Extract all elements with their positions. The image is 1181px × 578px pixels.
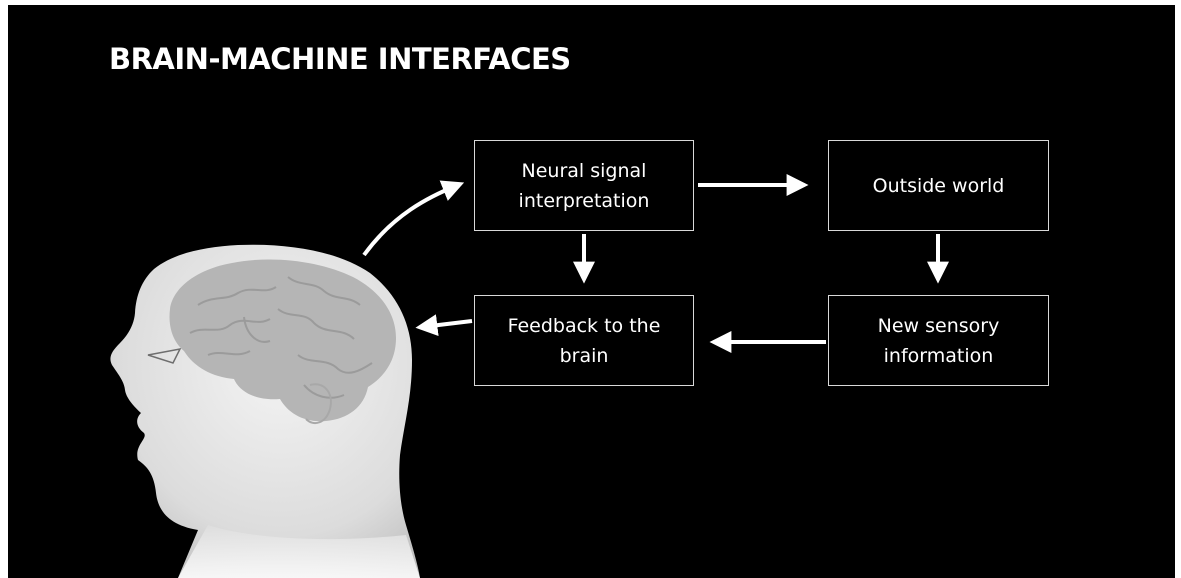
eye	[147, 347, 182, 364]
node-label: Feedback to the brain	[507, 314, 661, 367]
brain-folds	[189, 276, 373, 399]
node-new-sensory-information: New sensory information	[828, 295, 1049, 386]
node-label: New sensory information	[877, 314, 1000, 367]
brain-shape	[169, 259, 396, 422]
node-neural-signal-interpretation: Neural signal interpretation	[474, 140, 694, 231]
node-label: Outside world	[872, 174, 1005, 197]
ear	[305, 383, 332, 425]
node-outside-world: Outside world	[828, 140, 1049, 231]
node-label: Neural signal interpretation	[518, 159, 650, 212]
head-illustration	[110, 244, 420, 578]
node-feedback-to-the-brain: Feedback to the brain	[474, 295, 694, 386]
slide: BRAIN-MACHINE INTERFACES Neural signal i…	[8, 5, 1175, 578]
slide-title: BRAIN-MACHINE INTERFACES	[109, 42, 571, 76]
